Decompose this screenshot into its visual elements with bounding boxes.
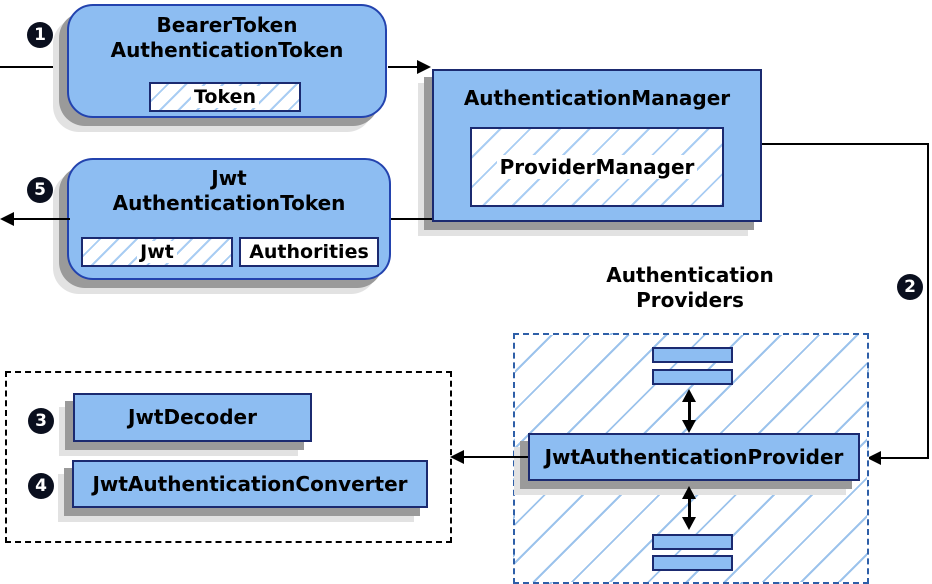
jwt-authentication-converter-label: JwtAuthenticationConverter [92, 471, 408, 496]
jwt-authentication-token-node: Jwt AuthenticationToken Jwt Authorities [67, 158, 391, 280]
jwt-authentication-converter-node: JwtAuthenticationConverter [72, 460, 428, 508]
step-5-badge: 5 [27, 177, 53, 203]
step-5-number: 5 [34, 180, 46, 200]
arrowhead-right-icon [417, 60, 431, 74]
bearer-token-title-line2: AuthenticationToken [110, 38, 344, 62]
double-arrow-down-icon [682, 420, 696, 433]
arrowhead-left-provider-icon [867, 451, 881, 465]
right-vertical-line [927, 143, 929, 459]
jwt-token-title-line2: AuthenticationToken [112, 191, 346, 215]
step-2-number: 2 [904, 277, 916, 297]
provider-manager-label: ProviderManager [496, 155, 698, 179]
arrowhead-left-out-icon [0, 212, 14, 226]
authorities-chip: Authorities [239, 237, 379, 267]
step-3-badge: 3 [28, 408, 54, 434]
double-arrow-up-icon [682, 486, 696, 499]
providers-label-line1: Authentication [606, 263, 774, 287]
authorities-chip-label: Authorities [246, 241, 372, 263]
double-arrow-top-line [688, 398, 691, 424]
provider-placeholder-bar [652, 369, 733, 385]
authentication-providers-label: Authentication Providers [560, 263, 820, 313]
step-3-number: 3 [35, 411, 47, 431]
bearer-token-node-title: BearerToken AuthenticationToken [69, 6, 385, 63]
jwt-decoder-node: JwtDecoder [73, 393, 312, 442]
provider-manager-box: ProviderManager [470, 127, 724, 207]
provider-placeholder-bar [652, 347, 733, 363]
step-1-badge: 1 [27, 22, 53, 48]
step-1-number: 1 [34, 25, 46, 45]
step-2-badge: 2 [897, 274, 923, 300]
manager-to-jwt-token-line [390, 218, 432, 220]
outgoing-result-line [14, 218, 70, 220]
provider-to-helpers-line [463, 456, 528, 458]
helpers-dashed-container [5, 371, 452, 543]
jwt-chip-label: Jwt [137, 241, 177, 263]
bearer-token-authentication-token-node: BearerToken AuthenticationToken Token [67, 4, 387, 118]
token-chip: Token [149, 82, 301, 112]
token-chip-label: Token [190, 86, 260, 108]
step-4-number: 4 [35, 476, 47, 496]
provider-placeholder-bar [652, 534, 733, 550]
authentication-manager-node: AuthenticationManager ProviderManager [432, 69, 762, 222]
jwt-decoder-label: JwtDecoder [128, 405, 257, 429]
jwt-token-node-title: Jwt AuthenticationToken [69, 160, 389, 216]
to-provider-line [880, 457, 929, 459]
double-arrow-down-icon [682, 517, 696, 530]
double-arrow-up-icon [682, 389, 696, 402]
manager-exit-line [762, 143, 928, 145]
jwt-token-title-line1: Jwt [211, 166, 247, 190]
arrowhead-left-helpers-icon [450, 450, 464, 464]
jwt-authentication-provider-label: JwtAuthenticationProvider [544, 444, 844, 469]
double-arrow-bottom-line [688, 495, 691, 521]
incoming-request-line [0, 66, 66, 68]
provider-placeholder-bar [652, 555, 733, 571]
jwt-authentication-provider-node: JwtAuthenticationProvider [528, 433, 860, 481]
bearer-token-title-line1: BearerToken [156, 13, 298, 37]
step-4-badge: 4 [28, 473, 54, 499]
jwt-chip: Jwt [81, 237, 233, 267]
providers-label-line2: Providers [636, 288, 744, 312]
authentication-manager-title: AuthenticationManager [463, 86, 731, 110]
bearer-to-manager-line [388, 66, 419, 68]
